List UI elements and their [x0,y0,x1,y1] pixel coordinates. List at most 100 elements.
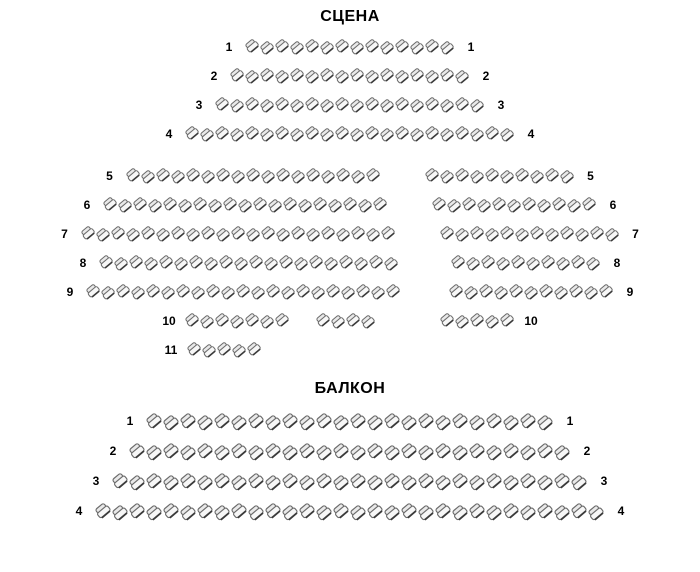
seat[interactable] [499,170,515,185]
seat[interactable] [185,313,200,328]
seat[interactable] [187,342,202,357]
seat[interactable] [503,502,520,520]
seat[interactable] [447,199,462,214]
seat[interactable] [367,474,384,492]
seat[interactable] [339,255,354,270]
seat[interactable] [384,412,401,430]
seat[interactable] [520,444,537,462]
seat[interactable] [469,502,486,520]
seat[interactable] [248,472,265,490]
seat[interactable] [401,442,418,460]
seat[interactable] [230,315,245,330]
seat[interactable] [146,504,163,522]
seat[interactable] [248,504,265,522]
seat[interactable] [350,472,367,490]
seat[interactable] [268,199,283,214]
seat[interactable] [326,284,341,299]
seat[interactable] [425,126,440,141]
seat[interactable] [313,197,328,212]
seat[interactable] [484,228,500,243]
seat[interactable] [358,199,373,214]
seat[interactable] [146,472,163,490]
seat[interactable] [539,284,554,299]
seat[interactable] [384,444,401,462]
seat[interactable] [544,228,560,243]
seat[interactable] [159,255,174,270]
seat[interactable] [245,97,260,112]
seat[interactable] [112,504,129,522]
seat[interactable] [454,168,470,183]
seat[interactable] [369,255,384,270]
seat[interactable] [245,39,260,54]
seat[interactable] [316,444,333,462]
seat[interactable] [140,226,156,241]
seat[interactable] [452,412,469,430]
seat[interactable] [520,412,537,430]
seat[interactable] [569,284,584,299]
seat[interactable] [200,128,215,143]
seat[interactable] [529,170,545,185]
seat[interactable] [251,286,266,301]
seat[interactable] [395,39,410,54]
seat[interactable] [395,70,410,85]
seat[interactable] [395,126,410,141]
seat[interactable] [401,474,418,492]
seat[interactable] [350,99,365,114]
seat[interactable] [305,228,321,243]
seat[interactable] [231,474,248,492]
seat[interactable] [200,315,215,330]
seat[interactable] [335,39,350,54]
seat[interactable] [418,504,435,522]
seat[interactable] [163,414,180,432]
seat[interactable] [155,168,171,183]
seat[interactable] [311,286,326,301]
seat[interactable] [129,255,144,270]
seat[interactable] [470,313,485,328]
seat[interactable] [219,255,234,270]
seat[interactable] [320,68,335,83]
seat[interactable] [170,226,186,241]
seat[interactable] [418,444,435,462]
seat[interactable] [215,168,231,183]
seat[interactable] [309,255,324,270]
seat[interactable] [425,97,440,112]
seat[interactable] [275,313,290,328]
seat[interactable] [264,257,279,272]
seat[interactable] [401,502,418,520]
seat[interactable] [464,286,479,301]
seat[interactable] [265,442,282,460]
seat[interactable] [425,70,440,85]
seat[interactable] [410,68,425,83]
seat[interactable] [341,286,356,301]
seat[interactable] [146,412,163,430]
seat[interactable] [554,286,569,301]
seat[interactable] [331,315,346,330]
seat[interactable] [178,199,193,214]
seat[interactable] [129,442,146,460]
seat[interactable] [294,257,309,272]
seat[interactable] [466,257,481,272]
seat[interactable] [365,97,380,112]
seat[interactable] [328,199,343,214]
seat[interactable] [584,286,599,301]
seat[interactable] [163,502,180,520]
seat[interactable] [217,342,232,357]
seat[interactable] [116,284,131,299]
seat[interactable] [197,502,214,520]
seat[interactable] [260,68,275,83]
seat[interactable] [455,126,470,141]
seat[interactable] [435,474,452,492]
seat[interactable] [439,170,455,185]
seat[interactable] [245,228,261,243]
seat[interactable] [230,128,245,143]
seat[interactable] [204,257,219,272]
seat[interactable] [248,412,265,430]
seat[interactable] [477,199,492,214]
seat[interactable] [509,284,524,299]
seat[interactable] [454,228,470,243]
seat[interactable] [245,313,260,328]
seat[interactable] [526,257,541,272]
seat[interactable] [290,170,306,185]
seat[interactable] [305,126,320,141]
seat[interactable] [574,228,590,243]
